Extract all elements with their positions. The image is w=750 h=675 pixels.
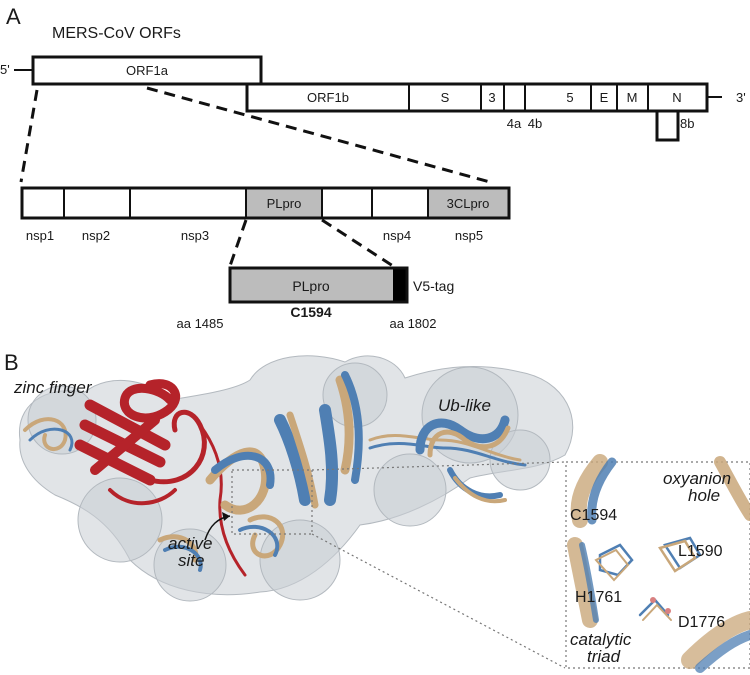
catalytic-triad-label: catalytic: [570, 630, 632, 649]
orf3-label: 3: [488, 90, 495, 105]
active-site-inset: oxyanion hole C1594 L1590 H1761 D1776 ca…: [565, 454, 750, 673]
v5-tag-label: V5-tag: [413, 278, 454, 294]
c1594-label: C1594: [290, 304, 331, 320]
orf1b-label: ORF1b: [307, 90, 349, 105]
inset-structure: [567, 454, 750, 673]
three-prime-label: 3': [736, 90, 746, 105]
active-site-label: active: [168, 534, 212, 553]
e-label: E: [600, 90, 609, 105]
polyprotein-box: [20, 186, 511, 220]
orf5-label: 5: [566, 90, 573, 105]
orf4b-label: 4b: [528, 116, 542, 131]
plpro-domain-fill: [246, 188, 322, 218]
nsp4-label: nsp4: [383, 228, 411, 243]
construct-label: PLpro: [292, 278, 330, 294]
oxygen-atom-icon: [665, 608, 671, 614]
oxygen-atom-icon: [650, 597, 656, 603]
orf1a-box: [31, 55, 263, 86]
panel-b: B: [4, 350, 750, 673]
oxyanion-label: hole: [688, 486, 720, 505]
h1761-residue-label: H1761: [575, 589, 622, 606]
zoom-line-left: [228, 219, 248, 267]
d1776-residue-label: D1776: [678, 614, 725, 631]
five-prime-label: 5': [0, 62, 10, 77]
aa-start-label: aa 1485: [177, 316, 224, 331]
nsp3-label: nsp3: [181, 228, 209, 243]
zinc-finger-label: zinc finger: [13, 378, 93, 397]
zoom-guide: [311, 533, 566, 669]
arrowhead-icon: [222, 512, 230, 521]
plpro-construct-fill: [230, 268, 393, 302]
s-label: S: [441, 90, 450, 105]
zoom-guide: [311, 461, 566, 471]
zinc-finger-ribbon: [74, 379, 247, 577]
panel-a-letter: A: [6, 4, 21, 29]
protein-backbone: [23, 371, 527, 572]
plpro-label: PLpro: [267, 196, 302, 211]
zoom-line-right: [321, 218, 394, 268]
aa-end-label: aa 1802: [390, 316, 437, 331]
orf4a-label: 4a: [507, 116, 522, 131]
catalytic-triad-label: triad: [587, 647, 621, 666]
genome-map: 5' ORF1a ORF1b S 3 5 E M N 4a 4b 8b 3': [0, 55, 746, 142]
3clpro-label: 3CLpro: [447, 196, 490, 211]
active-site-box: [231, 469, 313, 535]
3clpro-domain-fill: [428, 188, 509, 218]
zoom-line-left: [19, 89, 39, 183]
l1590-residue-label: L1590: [678, 543, 723, 560]
orf8b-box: [655, 109, 680, 142]
panel-b-letter: B: [4, 350, 19, 375]
m-label: M: [627, 90, 638, 105]
orf1a-label: ORF1a: [126, 63, 169, 78]
v5-tag-block: [393, 268, 407, 302]
n-label: N: [672, 90, 681, 105]
plpro-construct-box: [228, 266, 409, 304]
orf8b-label: 8b: [680, 116, 694, 131]
oxyanion-label: oxyanion: [663, 469, 731, 488]
panel-a: A MERS-CoV ORFs 5' ORF1a ORF1b S 3 5 E M…: [0, 4, 746, 331]
active-site-label: site: [178, 551, 204, 570]
zoom-line-right: [146, 86, 491, 184]
c1594-residue-label: C1594: [570, 507, 617, 524]
ub-like-label: Ub-like: [438, 396, 491, 415]
genome-title: MERS-CoV ORFs: [52, 25, 181, 42]
nsp5-label: nsp5: [455, 228, 483, 243]
polyprotein-map: PLpro 3CLpro nsp1 nsp2 nsp3 nsp4 nsp5: [20, 186, 511, 243]
nsp2-label: nsp2: [82, 228, 110, 243]
plpro-construct: PLpro V5-tag aa 1485 C1594 aa 1802: [177, 266, 454, 331]
nsp1-label: nsp1: [26, 228, 54, 243]
